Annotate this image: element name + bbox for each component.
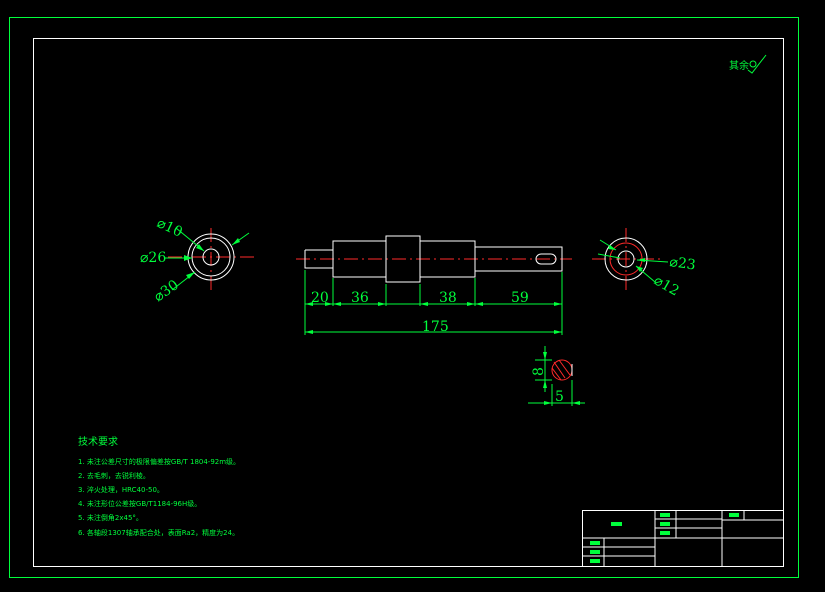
dim-seg-59: 59	[511, 290, 529, 306]
roughness-check-icon	[747, 54, 767, 74]
dim-total-175: 175	[422, 319, 449, 335]
dim-seg-38: 38	[439, 290, 457, 306]
title-block	[582, 510, 784, 567]
note-1: 1. 未注公差尺寸的极限偏差按GB/T 1804-92m级。	[78, 457, 240, 466]
technical-notes: 技术要求 1. 未注公差尺寸的极限偏差按GB/T 1804-92m级。 2. 去…	[78, 435, 240, 537]
dim-seg-20: 20	[311, 290, 329, 306]
roughness-text: 其余	[729, 59, 749, 72]
roughness-circle	[749, 60, 757, 68]
note-2: 2. 去毛刺，去锐利棱。	[78, 471, 150, 480]
right-dim-d12: ⌀12	[651, 273, 682, 300]
notes-title: 技术要求	[78, 435, 118, 448]
right-inner-circle	[617, 250, 635, 268]
shaft-dimensions	[304, 270, 563, 335]
note-6: 6. 各轴段1307轴承配合处，表面Ra2，精度为24。	[78, 528, 239, 537]
inner-sheet-border	[33, 38, 784, 567]
outer-sheet-border	[9, 17, 799, 578]
left-mid-circle	[191, 237, 231, 277]
dim-seg-36: 36	[351, 290, 369, 306]
left-end-view	[165, 227, 255, 291]
keyway-section-view	[528, 346, 585, 406]
note-4: 4. 未注形位公差按GB/T1184-96H级。	[78, 499, 201, 508]
right-end-view	[592, 228, 669, 290]
section-dim-5: 5	[555, 389, 564, 405]
note-5: 5. 未注倒角2x45°。	[78, 513, 143, 522]
right-outer-circle	[604, 237, 648, 281]
keyway-slot	[535, 253, 557, 265]
left-dim-d30: ⌀30	[151, 277, 182, 305]
right-dim-d23: ⌀23	[668, 254, 696, 273]
left-inner-circle	[202, 248, 220, 266]
shaft-front-view	[296, 235, 572, 283]
left-dim-d26: ⌀26	[140, 250, 166, 266]
section-dim-8: 8	[531, 367, 547, 376]
note-3: 3. 淬火处理，HRC40-50。	[78, 485, 164, 494]
surface-roughness-symbol: 其余	[729, 54, 767, 74]
left-dim-d10: ⌀10	[154, 215, 185, 241]
